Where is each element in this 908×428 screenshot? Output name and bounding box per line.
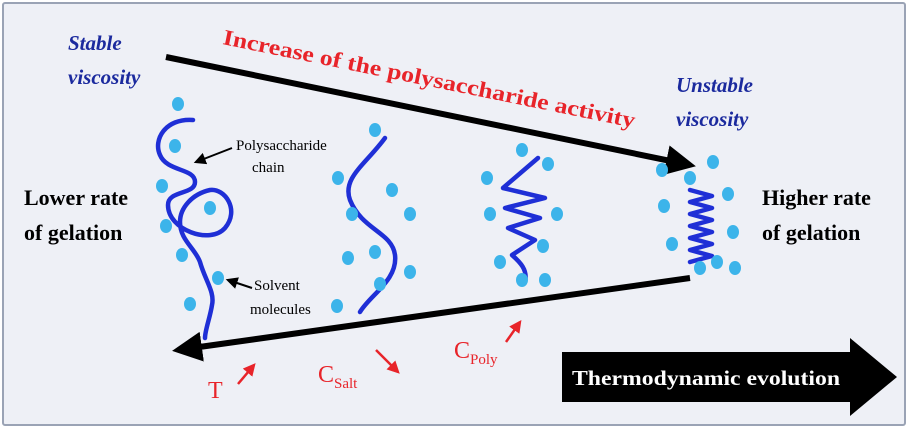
solvent-dot xyxy=(404,207,416,221)
solvent-dot xyxy=(404,265,416,279)
unstable-viscosity-line-2: viscosity xyxy=(676,107,749,131)
higher-rate-line-1: Higher rate xyxy=(762,185,871,210)
solvent-dot xyxy=(342,251,354,265)
solvent-dot xyxy=(204,201,216,215)
polysaccharide-chain-compact xyxy=(687,187,715,265)
solvent-dot xyxy=(156,179,168,193)
polysaccharide-chain-label-1: Polysaccharide xyxy=(236,138,327,154)
solvent-dot xyxy=(386,183,398,197)
unstable-viscosity-line-1: Unstable xyxy=(676,73,753,97)
solvent-dot xyxy=(711,255,723,269)
stable-viscosity-line-1: Stable xyxy=(68,31,122,55)
solvent-dot xyxy=(169,139,181,153)
solvent-dot xyxy=(516,273,528,287)
solvent-dot xyxy=(369,245,381,259)
solvent-dot xyxy=(331,299,343,313)
solvent-dot xyxy=(172,97,184,111)
solvent-dot xyxy=(537,239,549,253)
solvent-molecules-label-1: Solvent xyxy=(254,278,301,294)
factor-c-salt-sub: Salt xyxy=(334,376,358,392)
solvent-dot xyxy=(722,187,734,201)
solvent-dot xyxy=(374,277,386,291)
solvent-molecules-label-2: molecules xyxy=(250,302,311,318)
higher-rate-line-2: of gelation xyxy=(762,220,860,245)
solvent-dot xyxy=(656,163,668,177)
solvent-dot xyxy=(369,123,381,137)
solvent-dot xyxy=(516,143,528,157)
block-arrow-right-icon xyxy=(562,338,897,416)
chain-pointer-arrow xyxy=(193,147,233,165)
factor-c-poly-main: C xyxy=(454,338,470,364)
lower-rate-line-1: Lower rate xyxy=(24,185,128,210)
solvent-pointer-arrow xyxy=(225,277,253,289)
solvent-dot xyxy=(694,261,706,275)
arrow-up-right-icon xyxy=(504,319,522,343)
solvent-dot xyxy=(551,207,563,221)
solvent-dot xyxy=(542,157,554,171)
solvent-dot xyxy=(176,248,188,262)
polysaccharide-chain-label-2: chain xyxy=(252,160,285,176)
factor-c-poly-sub: Poly xyxy=(470,352,498,368)
factor-c-poly: CPoly xyxy=(454,338,498,368)
solvent-dot xyxy=(212,271,224,285)
lower-rate-line-2: of gelation xyxy=(24,220,122,245)
top-trend-arrow xyxy=(165,54,696,175)
solvent-dot xyxy=(729,261,741,275)
solvent-dot xyxy=(727,225,739,239)
polysaccharide-chain-coiled xyxy=(155,117,234,341)
solvent-dot xyxy=(184,297,196,311)
solvent-dot xyxy=(658,199,670,213)
stable-viscosity-line-2: viscosity xyxy=(68,65,141,89)
solvent-dot xyxy=(346,207,358,221)
thermodynamic-evolution-label: Thermodynamic evolution xyxy=(572,366,840,390)
solvent-dot xyxy=(539,273,551,287)
bottom-trend-arrow xyxy=(172,275,691,362)
solvent-dot xyxy=(666,237,678,251)
solvent-dot xyxy=(684,171,696,185)
solvent-dot xyxy=(481,171,493,185)
factor-c-salt-main: C xyxy=(318,362,334,388)
solvent-dot xyxy=(707,155,719,169)
solvent-dot xyxy=(160,219,172,233)
factor-c-salt: CSalt xyxy=(318,362,358,392)
solvent-dot xyxy=(332,171,344,185)
solvent-dot xyxy=(484,207,496,221)
arrow-up-right-icon xyxy=(237,363,256,385)
solvent-dot xyxy=(494,255,506,269)
factor-temperature: T xyxy=(208,378,223,404)
arrow-down-right-icon xyxy=(375,349,400,374)
